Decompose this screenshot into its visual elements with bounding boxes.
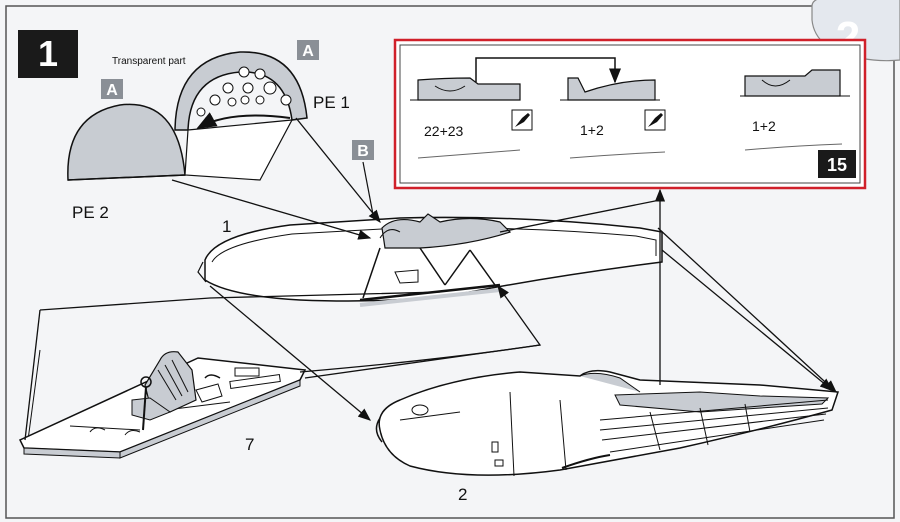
label-part-7: 7 bbox=[245, 435, 254, 454]
inset-step-number: 15 bbox=[827, 155, 847, 175]
label-pe1: PE 1 bbox=[313, 93, 350, 112]
inset-step-badge bbox=[818, 150, 856, 178]
label-transparent-part: Transparent part bbox=[112, 56, 186, 67]
callout-b bbox=[352, 140, 374, 160]
callout-a-right-label: A bbox=[302, 43, 314, 60]
detail-inset: 22+23 1+2 1+2 15 bbox=[393, 38, 867, 190]
callout-a-right bbox=[297, 40, 319, 60]
fuselage-assembled-part-2 bbox=[375, 369, 840, 477]
step-1-number: 1 bbox=[38, 33, 58, 74]
assembly-arrows bbox=[24, 117, 837, 441]
callout-a-left-label: A bbox=[106, 82, 118, 99]
label-part-2: 2 bbox=[458, 485, 467, 504]
label-part-1: 1 bbox=[222, 217, 231, 236]
glue-icon bbox=[511, 109, 533, 131]
glue-icon bbox=[644, 109, 666, 131]
glue-left-label: 22+23 bbox=[424, 123, 464, 139]
page-frame bbox=[5, 5, 895, 519]
callout-a-left bbox=[101, 79, 123, 99]
pe2-canopy bbox=[67, 103, 186, 181]
arrow-pe1-to-pe2 bbox=[196, 112, 291, 129]
cockpit-floor-part-7 bbox=[18, 349, 307, 459]
pe1-etched-part bbox=[174, 51, 308, 181]
glue-mid-label: 1+2 bbox=[580, 122, 604, 138]
glue-right-label: 1+2 bbox=[752, 118, 776, 134]
fuselage-half-part-1 bbox=[197, 213, 663, 307]
callout-b-label: B bbox=[357, 143, 369, 160]
step-1-badge bbox=[18, 30, 78, 78]
label-pe2: PE 2 bbox=[72, 203, 109, 222]
